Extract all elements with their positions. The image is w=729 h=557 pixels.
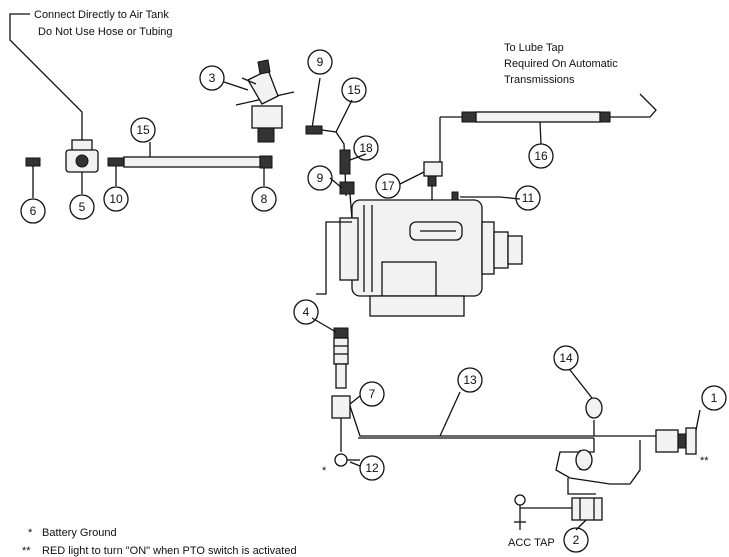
svg-text:9: 9 — [317, 171, 324, 185]
part-5-valve — [65, 139, 99, 194]
svg-text:7: 7 — [369, 387, 376, 401]
lube-note-line-1: To Lube Tap — [504, 42, 564, 54]
part-6-fitting — [25, 157, 41, 198]
part-1-switch — [655, 427, 697, 455]
battery-ground-mark: * — [322, 465, 327, 477]
part-7-connector — [331, 395, 360, 467]
legend: * Battery Ground ** RED light to turn "O… — [22, 527, 297, 557]
part-2-fuse — [571, 497, 603, 521]
callout-12: 12 — [359, 455, 385, 481]
legend-battery-symbol: * — [28, 527, 33, 539]
svg-text:15: 15 — [347, 83, 361, 97]
callout-18: 18 — [353, 135, 379, 161]
callout-3: 3 — [199, 65, 225, 91]
callout-9b: 9 — [307, 165, 333, 191]
part-13-harness — [349, 405, 660, 509]
part-4-pressure-switch — [333, 327, 349, 389]
svg-text:17: 17 — [381, 179, 395, 193]
svg-text:9: 9 — [317, 55, 324, 69]
callout-9a: 9 — [307, 49, 333, 75]
lube-tap-note: To Lube Tap Required On Automatic Transm… — [504, 42, 618, 86]
svg-text:10: 10 — [109, 192, 123, 206]
part-15-hose-left — [107, 142, 273, 186]
air-tank-note: Connect Directly to Air Tank Do Not Use … — [9, 9, 173, 140]
callout-13: 13 — [457, 367, 483, 393]
lube-note-line-2: Required On Automatic — [504, 58, 618, 70]
red-light-mark: ** — [700, 455, 709, 467]
callout-14: 14 — [553, 345, 579, 371]
svg-text:15: 15 — [136, 123, 150, 137]
callout-5: 5 — [69, 194, 95, 220]
legend-battery-text: Battery Ground — [42, 527, 117, 539]
svg-text:8: 8 — [261, 192, 268, 206]
svg-text:2: 2 — [573, 533, 580, 547]
svg-text:18: 18 — [359, 141, 373, 155]
svg-text:6: 6 — [30, 204, 37, 218]
callout-10: 10 — [103, 186, 129, 212]
part-14-light — [575, 397, 603, 471]
svg-text:5: 5 — [79, 200, 86, 214]
callout-6: 6 — [20, 198, 46, 224]
callout-leaders — [223, 81, 701, 531]
acc-tap: ACC TAP — [508, 494, 555, 549]
callout-11: 11 — [515, 185, 541, 211]
air-tank-note-line-2: Do Not Use Hose or Tubing — [38, 26, 173, 38]
svg-text:3: 3 — [209, 71, 216, 85]
callout-8: 8 — [251, 186, 277, 212]
callout-15a: 15 — [130, 117, 156, 143]
callout-7: 7 — [359, 381, 385, 407]
air-tank-note-line-1: Connect Directly to Air Tank — [34, 9, 169, 21]
callout-16: 16 — [528, 143, 554, 169]
part-3-air-valve — [235, 59, 295, 143]
part-9-15-18-fittings — [305, 77, 355, 221]
lube-note-line-3: Transmissions — [504, 74, 575, 86]
svg-text:14: 14 — [559, 351, 573, 365]
pto-unit — [316, 199, 523, 317]
svg-text:1: 1 — [711, 391, 718, 405]
callout-1: 1 — [701, 385, 727, 411]
svg-text:12: 12 — [365, 461, 379, 475]
acc-tap-label: ACC TAP — [508, 537, 555, 549]
svg-text:16: 16 — [534, 149, 548, 163]
legend-red-light-symbol: ** — [22, 545, 31, 557]
callout-15b: 15 — [341, 77, 367, 103]
svg-text:13: 13 — [463, 373, 477, 387]
legend-red-light-text: RED light to turn "ON" when PTO switch i… — [42, 545, 297, 557]
svg-text:4: 4 — [303, 305, 310, 319]
callouts: 1 2 3 4 5 6 7 8 9 9 10 11 12 13 14 15 15… — [20, 49, 727, 553]
callout-17: 17 — [375, 173, 401, 199]
callout-4: 4 — [293, 299, 319, 325]
callout-2: 2 — [563, 527, 589, 553]
part-16-lube-hose — [439, 93, 657, 168]
svg-text:11: 11 — [522, 191, 535, 205]
